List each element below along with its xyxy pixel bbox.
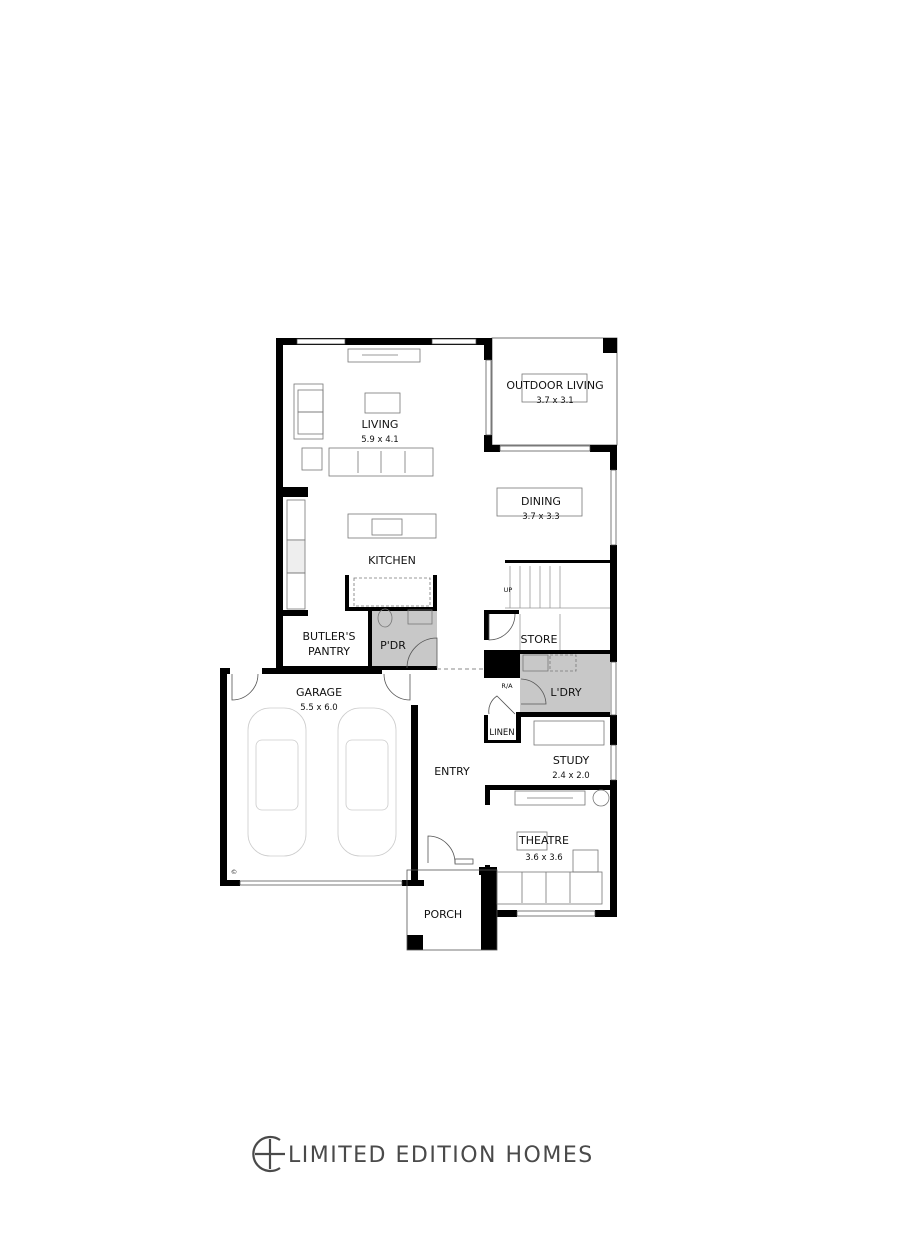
study-label: STUDY: [553, 754, 590, 767]
logo-text: LIMITED EDITION HOMES: [288, 1143, 594, 1168]
doors: [231, 613, 547, 865]
post: [603, 338, 617, 353]
stairs-up-label: UP: [504, 586, 513, 594]
living-label: LIVING: [362, 418, 399, 431]
walls: [220, 338, 617, 950]
kitchen-label: KITCHEN: [368, 554, 416, 567]
copyright-mark: ©: [231, 868, 238, 876]
study-size: 2.4 x 2.0: [552, 771, 589, 781]
garage-size: 5.5 x 6.0: [300, 703, 337, 713]
outdoor-living-area: [491, 337, 618, 446]
porch-label: PORCH: [424, 908, 462, 921]
laundry-label: L'DRY: [550, 686, 582, 699]
entry-label: ENTRY: [434, 765, 470, 778]
butlers-pantry-label-2: PANTRY: [308, 645, 350, 658]
store-label: STORE: [521, 633, 558, 646]
garage-label: GARAGE: [296, 686, 342, 699]
powder-room-floor: [372, 607, 437, 668]
linen-label: LINEN: [489, 728, 514, 738]
laundry-floor: [520, 652, 610, 715]
porch-area: [406, 869, 498, 951]
room-labels: LIVING 5.9 x 4.1 OUTDOOR LIVING 3.7 x 3.…: [231, 379, 604, 921]
outdoor-living-size: 3.7 x 3.1: [536, 396, 573, 406]
outdoor-living-label: OUTDOOR LIVING: [506, 379, 603, 392]
dining-label: DINING: [521, 495, 561, 508]
windows: [239, 338, 617, 917]
car-outlines: [247, 707, 397, 857]
robe-access-label: R/A: [501, 682, 513, 690]
theatre-size: 3.6 x 3.6: [525, 853, 562, 863]
furniture: [286, 348, 610, 905]
butlers-pantry-label-1: BUTLER'S: [302, 630, 355, 643]
powder-label: P'DR: [380, 639, 406, 652]
logo: LIMITED EDITION HOMES: [252, 1135, 594, 1173]
theatre-label: THEATRE: [518, 834, 569, 847]
living-size: 5.9 x 4.1: [361, 435, 398, 445]
dining-size: 3.7 x 3.3: [522, 512, 559, 522]
circle-plus-icon: [252, 1135, 285, 1173]
